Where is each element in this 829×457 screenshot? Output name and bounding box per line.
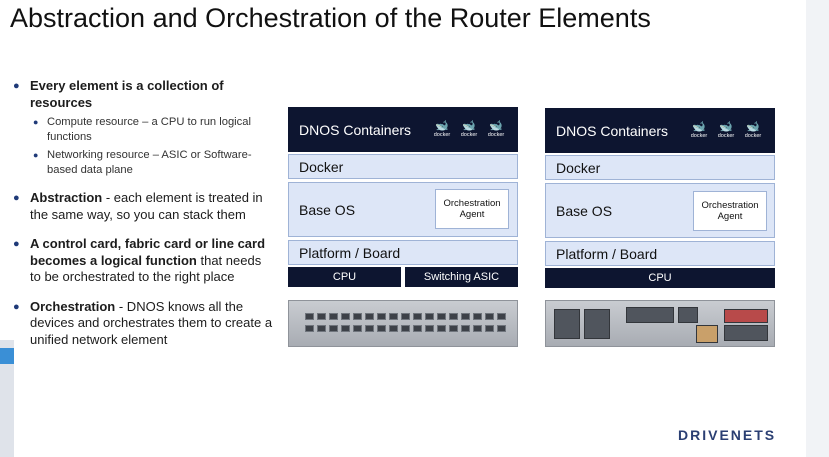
module-slot bbox=[626, 307, 674, 323]
sub-bullet-text: Networking resource – ASIC or Software-b… bbox=[47, 149, 252, 176]
bullet-list: ● Every element is a collection of resou… bbox=[13, 78, 275, 348]
network-port bbox=[353, 313, 362, 320]
network-port bbox=[353, 325, 362, 332]
network-port bbox=[341, 325, 350, 332]
network-port bbox=[317, 325, 326, 332]
layer-label: Platform / Board bbox=[299, 244, 401, 261]
network-port bbox=[401, 313, 410, 320]
bullet-item: ● Every element is a collection of resou… bbox=[13, 78, 275, 111]
dnos-containers-layer: DNOS Containers bbox=[545, 108, 775, 153]
docker-icon: 🐋docker bbox=[690, 121, 708, 140]
network-port bbox=[329, 325, 338, 332]
network-port bbox=[389, 325, 398, 332]
network-port bbox=[413, 313, 422, 320]
docker-icon: 🐋docker bbox=[717, 121, 735, 140]
network-port bbox=[413, 325, 422, 332]
network-port bbox=[461, 325, 470, 332]
orchestration-agent-box: Orchestration Agent bbox=[693, 191, 767, 231]
layer-label: Docker bbox=[556, 159, 601, 176]
bullet-text: - each element is treated in the same wa… bbox=[30, 190, 263, 222]
network-port bbox=[437, 325, 446, 332]
window-edge bbox=[806, 0, 829, 457]
cpu-block: CPU bbox=[545, 268, 775, 288]
bullet-text: - DNOS knows all the devices and orchest… bbox=[30, 298, 273, 347]
module-slot bbox=[678, 307, 698, 323]
bullet-text: that needs to be orchestrated to the rig… bbox=[30, 252, 262, 285]
orchestration-agent-box: Orchestration Agent bbox=[435, 189, 509, 229]
network-port bbox=[437, 313, 446, 320]
docker-layer: Docker bbox=[288, 154, 518, 179]
docker-icon: 🐋docker bbox=[460, 120, 478, 139]
network-port bbox=[401, 325, 410, 332]
network-port bbox=[329, 313, 338, 320]
bullet-dot-icon: ● bbox=[13, 238, 20, 250]
side-panel-edge bbox=[0, 340, 14, 457]
bullet-bold-text: Abstraction bbox=[30, 190, 103, 205]
layer-label: DNOS Containers bbox=[299, 121, 412, 138]
network-port bbox=[341, 313, 350, 320]
network-port bbox=[365, 325, 374, 332]
platform-board-layer: Platform / Board bbox=[288, 240, 518, 265]
control-card-hardware-image bbox=[545, 300, 775, 347]
network-port bbox=[425, 325, 434, 332]
bullet-bold-text: Orchestration bbox=[30, 298, 116, 314]
power-supply bbox=[724, 325, 768, 341]
bullet-bold-text: A control card, fabric card or line card… bbox=[30, 236, 266, 268]
network-port bbox=[305, 325, 314, 332]
slide-title: Abstraction and Orchestration of the Rou… bbox=[10, 3, 651, 33]
switching-asic-block: Switching ASIC bbox=[405, 267, 518, 287]
bullet-dot-icon: ● bbox=[13, 300, 20, 313]
sub-bullet-item: ● Networking resource – ASIC or Software… bbox=[13, 148, 275, 177]
network-port bbox=[485, 313, 494, 320]
side-panel-tab bbox=[0, 348, 14, 364]
network-port bbox=[305, 313, 314, 320]
cpu-block: CPU bbox=[288, 267, 401, 287]
router-stack-right: DNOS Containers 🐋docker 🐋docker 🐋docker … bbox=[545, 108, 775, 288]
drive-bay bbox=[584, 309, 610, 339]
network-port bbox=[389, 313, 398, 320]
platform-board-layer: Platform / Board bbox=[545, 241, 775, 266]
bullet-dot-icon: ● bbox=[33, 150, 39, 160]
network-port bbox=[497, 325, 506, 332]
dnos-containers-layer: DNOS Containers bbox=[288, 107, 518, 152]
network-port bbox=[317, 313, 326, 320]
layer-label: Platform / Board bbox=[556, 245, 658, 262]
line-card-hardware-image bbox=[288, 300, 518, 347]
network-port bbox=[449, 313, 458, 320]
network-port bbox=[485, 325, 494, 332]
layer-label: Base OS bbox=[556, 202, 613, 219]
network-port bbox=[377, 325, 386, 332]
network-port bbox=[365, 313, 374, 320]
network-port bbox=[425, 313, 434, 320]
docker-icon: 🐋docker bbox=[433, 120, 451, 139]
drivenets-logo: DRIVENETS bbox=[678, 427, 777, 443]
network-port bbox=[449, 325, 458, 332]
network-port bbox=[473, 313, 482, 320]
bullet-dot-icon: ● bbox=[13, 80, 20, 92]
layer-label: Base OS bbox=[299, 201, 356, 218]
sub-bullet-text: Compute resource – a CPU to run logical … bbox=[47, 116, 251, 143]
power-supply bbox=[724, 309, 768, 323]
bullet-dot-icon: ● bbox=[33, 117, 39, 127]
docker-layer: Docker bbox=[545, 155, 775, 180]
layer-label: Docker bbox=[299, 158, 344, 175]
bullet-dot-icon: ● bbox=[13, 192, 20, 204]
docker-icon: 🐋docker bbox=[744, 121, 762, 140]
network-port bbox=[377, 313, 386, 320]
power-supply bbox=[696, 325, 718, 343]
network-port bbox=[461, 313, 470, 320]
drive-bay bbox=[554, 309, 580, 339]
network-port bbox=[473, 325, 482, 332]
network-port bbox=[497, 313, 506, 320]
sub-bullet-item: ● Compute resource – a CPU to run logica… bbox=[13, 115, 275, 144]
bullet-item: ● Abstraction - each element is treated … bbox=[13, 190, 275, 223]
router-stack-left: DNOS Containers 🐋docker 🐋docker 🐋docker … bbox=[288, 107, 518, 287]
docker-icon: 🐋docker bbox=[487, 120, 505, 139]
bullet-item: ● Orchestration - DNOS knows all the dev… bbox=[13, 299, 275, 349]
layer-label: DNOS Containers bbox=[556, 122, 669, 139]
bullet-bold-text: Every element is a collection of resourc… bbox=[30, 78, 224, 110]
bullet-item: ● A control card, fabric card or line ca… bbox=[13, 236, 275, 286]
